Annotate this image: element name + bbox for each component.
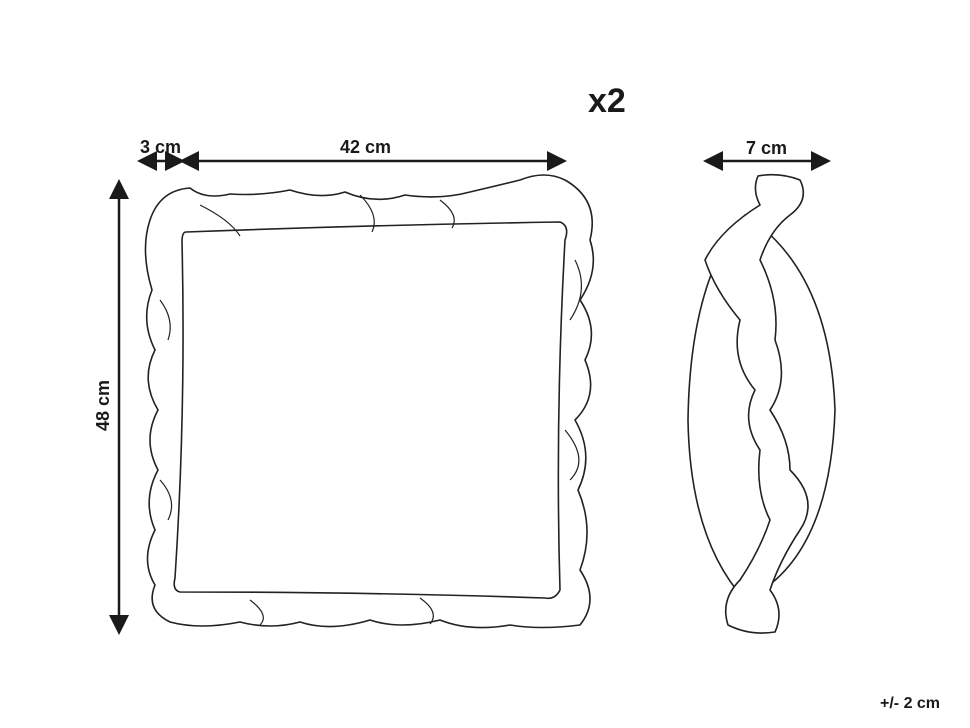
tolerance-label: +/- 2 cm [880,695,941,712]
pillow-side-frill [704,173,809,634]
depth-label: 7 cm [746,138,788,158]
pillow-front-body [173,221,568,600]
height-label: 48 cm [93,379,114,432]
quantity-label: x2 [588,82,626,120]
width-label: 42 cm [340,137,392,157]
frill-width-label: 3 cm [140,137,182,157]
